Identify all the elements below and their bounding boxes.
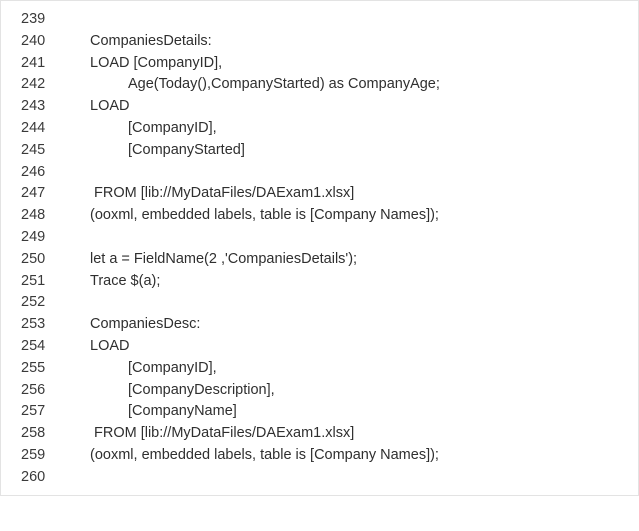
script-editor[interactable]: 239 240 CompaniesDetails: 241 LOAD [Comp… <box>0 0 639 496</box>
code-line[interactable]: 256 [CompanyDescription], <box>1 380 638 402</box>
line-number: 260 <box>21 468 46 485</box>
code-text: LOAD [CompanyID], <box>90 54 223 71</box>
line-number: 251 <box>21 272 46 289</box>
code-text: [CompanyID], <box>128 359 217 376</box>
code-text: LOAD <box>90 98 130 115</box>
line-number: 256 <box>21 381 46 398</box>
line-number: 246 <box>21 163 46 180</box>
code-line[interactable]: 239 <box>1 9 638 31</box>
line-number: 240 <box>21 32 46 49</box>
line-number: 249 <box>21 228 46 245</box>
code-line[interactable]: 248 (ooxml, embedded labels, table is [C… <box>1 205 638 227</box>
code-text: [CompanyID], <box>128 119 217 136</box>
code-line[interactable]: 260 <box>1 467 638 489</box>
line-number: 258 <box>21 425 46 442</box>
line-number: 248 <box>21 207 46 224</box>
code-text: FROM [lib://MyDataFiles/DAExam1.xlsx] <box>94 185 355 202</box>
code-text: CompaniesDesc: <box>90 316 201 333</box>
line-number: 245 <box>21 141 46 158</box>
code-text: Trace $(a); <box>90 272 161 289</box>
code-line[interactable]: 240 CompaniesDetails: <box>1 31 638 53</box>
line-number: 241 <box>21 54 46 71</box>
code-line[interactable]: 257 [CompanyName] <box>1 401 638 423</box>
code-area[interactable]: 239 240 CompaniesDetails: 241 LOAD [Comp… <box>1 9 638 489</box>
code-line[interactable]: 258 FROM [lib://MyDataFiles/DAExam1.xlsx… <box>1 423 638 445</box>
code-line[interactable]: 254 LOAD <box>1 336 638 358</box>
line-number: 252 <box>21 294 46 311</box>
code-text: (ooxml, embedded labels, table is [Compa… <box>90 207 439 224</box>
line-number: 239 <box>21 11 46 27</box>
line-number: 244 <box>21 119 46 136</box>
code-text: [CompanyName] <box>128 403 237 420</box>
code-line[interactable]: 244 [CompanyID], <box>1 118 638 140</box>
code-line[interactable]: 242 Age(Today(),CompanyStarted) as Compa… <box>1 74 638 96</box>
line-number: 247 <box>21 185 46 202</box>
line-number: 250 <box>21 250 46 267</box>
line-number: 242 <box>21 76 46 93</box>
code-text: let a = FieldName(2 ,'CompaniesDetails')… <box>90 250 358 267</box>
code-text: (ooxml, embedded labels, table is [Compa… <box>90 446 439 463</box>
code-line[interactable]: 250 let a = FieldName(2 ,'CompaniesDetai… <box>1 249 638 271</box>
code-text: [CompanyDescription], <box>128 381 275 398</box>
code-line[interactable]: 251 Trace $(a); <box>1 271 638 293</box>
code-line[interactable]: 259 (ooxml, embedded labels, table is [C… <box>1 445 638 467</box>
code-line[interactable]: 249 <box>1 227 638 249</box>
code-text: [CompanyStarted] <box>128 141 245 158</box>
line-number: 243 <box>21 98 46 115</box>
code-line[interactable]: 246 <box>1 162 638 184</box>
code-line[interactable]: 253 CompaniesDesc: <box>1 314 638 336</box>
line-number: 259 <box>21 446 46 463</box>
line-number: 255 <box>21 359 46 376</box>
line-number: 253 <box>21 316 46 333</box>
code-line[interactable]: 247 FROM [lib://MyDataFiles/DAExam1.xlsx… <box>1 183 638 205</box>
code-text: Age(Today(),CompanyStarted) as CompanyAg… <box>128 76 440 93</box>
code-line[interactable]: 255 [CompanyID], <box>1 358 638 380</box>
code-line[interactable]: 252 <box>1 292 638 314</box>
code-line[interactable]: 245 [CompanyStarted] <box>1 140 638 162</box>
line-number: 257 <box>21 403 46 420</box>
code-line[interactable]: 243 LOAD <box>1 96 638 118</box>
code-text: FROM [lib://MyDataFiles/DAExam1.xlsx] <box>94 425 355 442</box>
code-text: LOAD <box>90 337 130 354</box>
code-line[interactable]: 241 LOAD [CompanyID], <box>1 53 638 75</box>
code-text: CompaniesDetails: <box>90 32 212 49</box>
line-number: 254 <box>21 337 46 354</box>
